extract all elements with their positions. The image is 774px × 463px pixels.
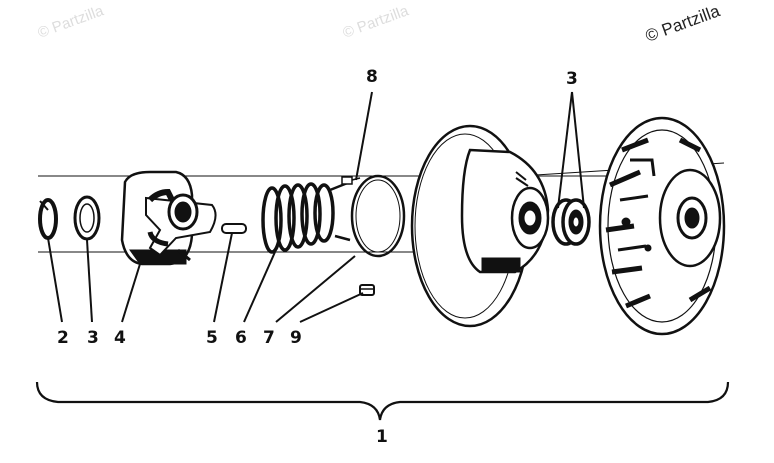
callout-5: 5 [206, 328, 218, 348]
callout-8: 8 [366, 67, 378, 87]
watermark-left: © Partzilla [36, 2, 107, 42]
watermark-center: © Partzilla [341, 2, 412, 42]
callout-3-right: 3 [566, 69, 578, 89]
callout-9: 9 [290, 328, 302, 348]
leader-lines [47, 91, 585, 323]
snap-ring-part [38, 198, 58, 240]
callout-4: 4 [114, 328, 126, 348]
callout-6: 6 [235, 328, 247, 348]
callout-3-left: 3 [87, 328, 99, 348]
bolt-part [359, 284, 375, 296]
copyright-notice: © Partzilla [643, 1, 723, 46]
spring-part [261, 180, 351, 254]
callout-1: 1 [376, 427, 388, 447]
washer-part [73, 195, 101, 241]
washer-pair-part [551, 198, 591, 246]
callout-2: 2 [57, 328, 69, 348]
sheave-disc-part [410, 124, 550, 328]
callout-7: 7 [263, 328, 275, 348]
ring-part [350, 174, 406, 258]
cam-hub-part [120, 170, 217, 266]
assembly-bracket [35, 381, 730, 421]
fixed-sheave-part [598, 116, 726, 336]
pin-part [221, 223, 247, 234]
